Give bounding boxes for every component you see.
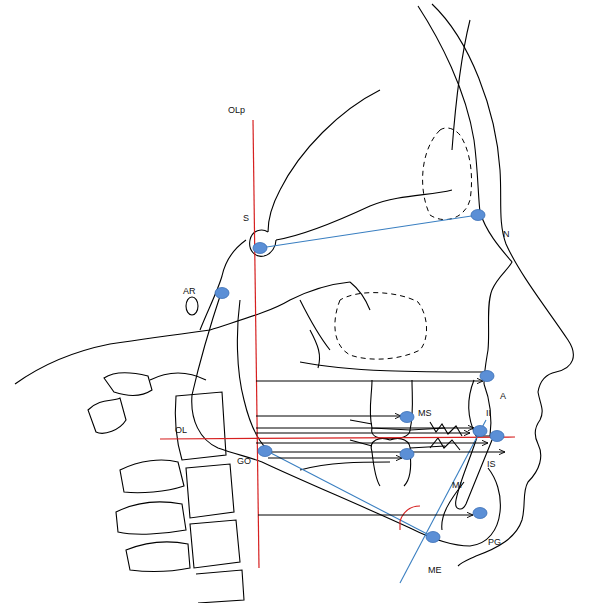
landmark-label: OLp xyxy=(228,106,245,115)
landmark-label: II xyxy=(486,409,491,418)
landmark-label: AR xyxy=(183,287,196,296)
landmark-label: PG xyxy=(488,538,501,547)
landmark-label: MS xyxy=(418,409,432,418)
landmark-label: MI xyxy=(452,481,462,490)
landmark-label: A xyxy=(500,392,506,401)
landmark-label: ME xyxy=(428,566,442,575)
landmark-label: GO xyxy=(237,457,251,466)
landmark-label: IS xyxy=(487,460,496,469)
landmark-label: S xyxy=(243,214,249,223)
landmark-label: OL xyxy=(175,426,187,435)
landmark-label: N xyxy=(503,230,510,239)
